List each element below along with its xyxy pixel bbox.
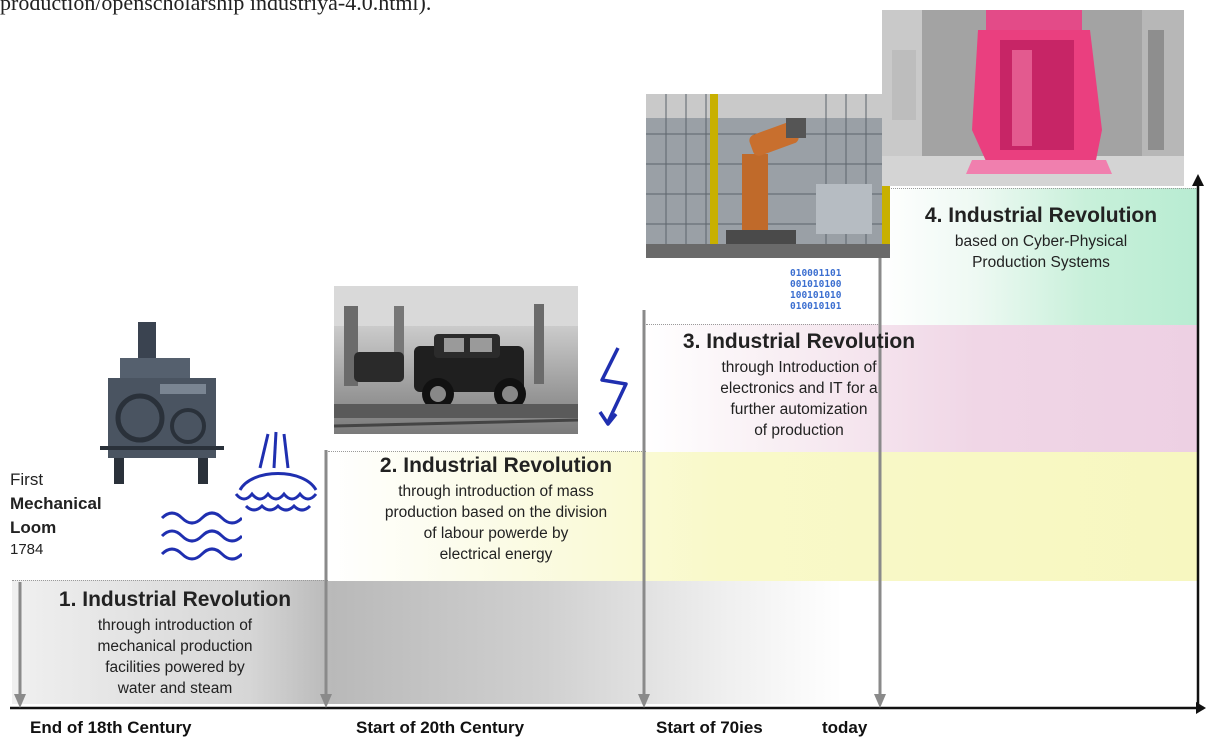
pink-bottle-photo — [882, 10, 1184, 186]
revolution-4-band — [880, 188, 1198, 325]
revolution-1-band — [12, 580, 1198, 704]
timeline-label-start-20th: Start of 20th Century — [356, 718, 525, 737]
loom-label-year: 1784 — [10, 541, 44, 558]
revolution-4: 4. Industrial Revolution based on Cyber-… — [886, 204, 1196, 273]
lightning-icon — [598, 347, 628, 426]
binary-line: 001010100 — [790, 279, 842, 290]
timeline-label-today: today — [822, 718, 868, 737]
revolution-2-title: 2. Industrial Revolution — [379, 454, 613, 477]
top-caption: production/openscholarship industriya-4.… — [0, 0, 432, 15]
loom-machine-icon — [100, 322, 224, 484]
revolution-3: 3. Industrial Revolution through Introdu… — [654, 330, 944, 441]
water-waves-icon — [160, 511, 242, 561]
revolution-4-title: 4. Industrial Revolution — [924, 204, 1158, 227]
assembly-line-photo — [334, 286, 578, 434]
binary-line: 010010101 — [790, 301, 842, 312]
loom-label: First Mechanical Loom 1784 — [10, 468, 102, 560]
binary-line: 010001101 — [790, 268, 842, 279]
revolution-3-band — [646, 324, 1198, 452]
binary-code: 010001101 001010100 100101010 010010101 — [790, 268, 876, 312]
revolution-4-description: based on Cyber-Physical Production Syste… — [954, 233, 1128, 271]
revolution-3-title: 3. Industrial Revolution — [682, 330, 916, 353]
revolution-2-description: through introduction of mass production … — [384, 483, 608, 563]
revolution-1-title: 1. Industrial Revolution — [58, 588, 292, 611]
revolution-1-description: through introduction of mechanical produ… — [97, 617, 253, 697]
revolution-2-band — [328, 451, 1198, 581]
steam-icon — [234, 431, 318, 512]
binary-line: 100101010 — [790, 290, 842, 301]
revolution-3-description: through Introduction of electronics and … — [720, 359, 878, 439]
loom-label-first: First — [10, 470, 44, 489]
revolution-1: 1. Industrial Revolution through introdu… — [20, 588, 330, 699]
robot-cell-photo — [646, 94, 890, 258]
timeline-label-end-18th: End of 18th Century — [30, 718, 192, 737]
loom-label-loom: Loom — [10, 518, 57, 537]
revolution-2: 2. Industrial Revolution through introdu… — [336, 454, 656, 565]
timeline-label-start-70ies: Start of 70ies — [656, 718, 763, 737]
loom-label-mechanical: Mechanical — [10, 494, 102, 513]
